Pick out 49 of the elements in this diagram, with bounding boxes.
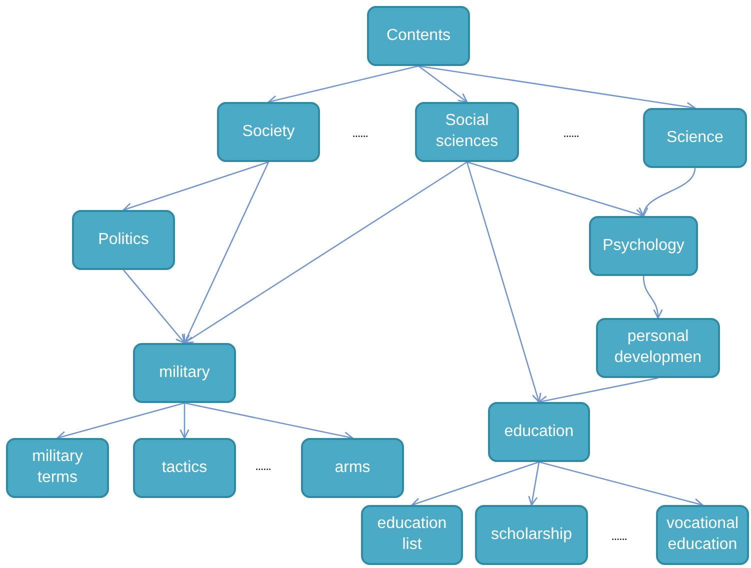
arrow [640, 168, 696, 217]
topic-box [656, 505, 749, 565]
arrow [418, 65, 468, 103]
topic-box [589, 216, 698, 276]
topic-box [6, 438, 109, 498]
topic-label: personal developmen [613, 327, 703, 368]
topic-box [415, 102, 519, 162]
topic-label: Society [241, 122, 296, 142]
arrow [466, 162, 542, 403]
topic-box [133, 438, 236, 498]
topic-box [133, 343, 236, 403]
topic-label: Psychology [602, 236, 686, 256]
topic-box [301, 438, 404, 498]
ellipsis: ...... [563, 125, 579, 140]
topic-label: Politics [97, 230, 150, 250]
ellipsis: ...... [611, 528, 627, 543]
topic-box [488, 402, 590, 462]
arrow [538, 461, 704, 508]
arrow [411, 461, 540, 507]
topic-label: military terms [31, 447, 84, 488]
topic-box [217, 102, 320, 162]
topic-label: vocational education [665, 514, 740, 555]
arrow [268, 65, 419, 105]
topic-label: Social sciences [434, 111, 500, 152]
topic-box [361, 505, 463, 565]
arrow [642, 276, 662, 319]
topic-box [596, 318, 720, 378]
arrow [56, 402, 185, 440]
arrow [123, 270, 186, 344]
arrow [180, 403, 190, 439]
topic-label: education [503, 422, 575, 442]
arrow [466, 161, 644, 218]
topic-box [643, 108, 747, 168]
topic-box [367, 6, 470, 66]
arrow [184, 161, 468, 344]
topic-label: Contents [385, 26, 452, 46]
topic-label: tactics [160, 458, 208, 478]
topic-label: Science [666, 128, 724, 148]
topic-label: military [158, 362, 211, 383]
arrow [184, 162, 270, 344]
ellipsis: ...... [352, 125, 368, 140]
topic-label: education list [376, 514, 448, 555]
topic-label: arms [334, 458, 372, 478]
arrow [122, 161, 269, 212]
topic-label: scholarship [490, 524, 573, 545]
topic-box [475, 505, 588, 565]
topic-box [72, 210, 175, 270]
arrow [528, 462, 540, 506]
ellipsis: ...... [255, 458, 271, 473]
